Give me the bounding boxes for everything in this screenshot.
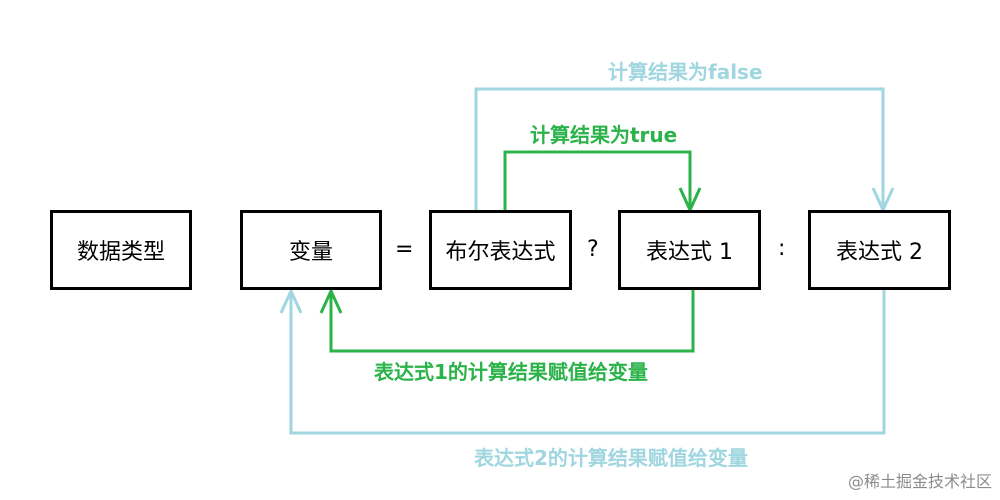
- expr1-assign-line: [329, 290, 695, 353]
- false-path-label: 计算结果为false: [608, 60, 763, 84]
- box-bool-expr-label: 布尔表达式: [445, 240, 556, 265]
- expr2-assign-line: [289, 290, 886, 435]
- expr1-assign-label: 表达式1的计算结果赋值给变量: [374, 360, 648, 384]
- expr2-assign-label: 表达式2的计算结果赋值给变量: [474, 446, 748, 470]
- box-expr2: 表达式 2: [808, 210, 951, 290]
- box-variable-label: 变量: [288, 240, 333, 265]
- box-data-type: 数据类型: [50, 210, 192, 290]
- expr2-assign-arrowhead: [279, 287, 303, 314]
- box-data-type-label: 数据类型: [76, 240, 165, 265]
- box-expr2-label: 表达式 2: [836, 240, 923, 265]
- colon-symbol: :: [778, 236, 786, 261]
- true-path-label: 计算结果为true: [530, 123, 678, 147]
- box-variable: 变量: [240, 210, 382, 290]
- equals-symbol: =: [395, 237, 414, 262]
- question-symbol: ?: [587, 237, 599, 262]
- box-expr1-label: 表达式 1: [646, 240, 733, 265]
- watermark-text: @稀土掘金技术社区: [847, 472, 992, 491]
- expr1-assign-arrowhead: [319, 287, 343, 314]
- false-path-line: [474, 87, 885, 212]
- box-expr1: 表达式 1: [618, 210, 761, 290]
- box-bool-expr: 布尔表达式: [429, 210, 572, 290]
- true-path-line: [503, 150, 692, 212]
